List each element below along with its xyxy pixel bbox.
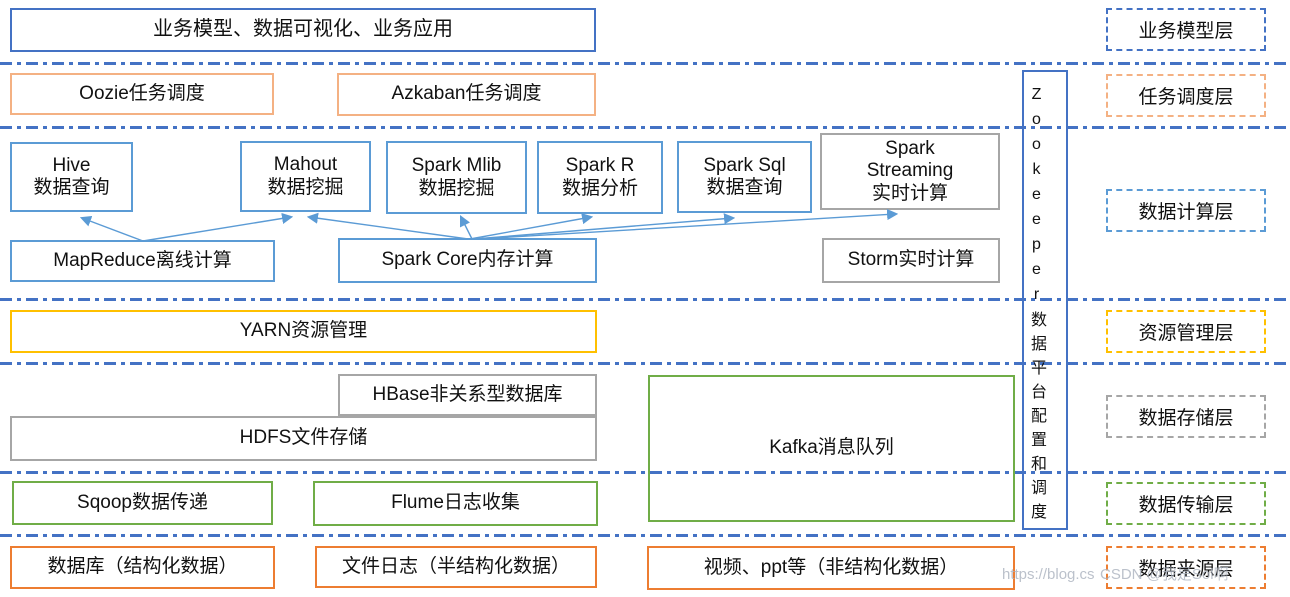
source-video-box: 视频、ppt等（非结构化数据） (647, 546, 1015, 590)
spark-r-box: Spark R 数据分析 (537, 141, 663, 214)
watermark-url: https://blog.cs (1002, 566, 1095, 583)
yarn-box: YARN资源管理 (10, 310, 597, 353)
layer-separator (0, 62, 1290, 65)
arrow-sparkcore-sparksql (473, 213, 736, 240)
layer-label-business-model: 业务模型层 (1106, 8, 1266, 51)
layer-separator (0, 298, 1290, 301)
spark-streaming-box: Spark Streaming 实时计算 (820, 133, 1000, 210)
oozie-box: Oozie任务调度 (10, 73, 274, 115)
spark-core-box: Spark Core内存计算 (338, 238, 597, 283)
spark-sql-box: Spark Sql 数据查询 (677, 141, 812, 213)
layer-separator (0, 126, 1290, 129)
sqoop-box: Sqoop数据传递 (12, 481, 273, 525)
business-app-box: 业务模型、数据可视化、业务应用 (10, 8, 596, 52)
layer-label-data-computing: 数据计算层 (1106, 189, 1266, 232)
layer-label-resource-management: 资源管理层 (1106, 310, 1266, 353)
arrow-mapreduce-mahout (142, 212, 294, 242)
arrow-sparkcore-sparkr (469, 213, 594, 240)
layer-label-task-scheduling: 任务调度层 (1106, 74, 1266, 117)
mapreduce-box: MapReduce离线计算 (10, 240, 275, 282)
layer-label-data-source: 数据来源层 (1106, 546, 1266, 589)
zookeeper-box: Zookeeper数据平台配置和调度 (1022, 70, 1068, 530)
layer-label-data-storage: 数据存储层 (1106, 395, 1266, 438)
layer-separator (0, 362, 1290, 365)
hbase-box: HBase非关系型数据库 (338, 374, 597, 416)
arrow-sparkcore-sparkmlib (459, 214, 473, 240)
kafka-box: Kafka消息队列 (648, 375, 1015, 522)
layer-label-data-transmission: 数据传输层 (1106, 482, 1266, 525)
arrow-mapreduce-hive (79, 215, 144, 242)
mahout-box: Mahout 数据挖掘 (240, 141, 371, 212)
flume-box: Flume日志收集 (313, 481, 598, 526)
source-filelog-box: 文件日志（半结构化数据） (315, 546, 597, 588)
layer-separator (0, 534, 1290, 537)
source-database-box: 数据库（结构化数据） (10, 546, 275, 589)
storm-box: Storm实时计算 (822, 238, 1000, 283)
azkaban-box: Azkaban任务调度 (337, 73, 596, 116)
hive-box: Hive 数据查询 (10, 142, 133, 212)
arrow-sparkcore-mahout (306, 212, 469, 240)
spark-mlib-box: Spark Mlib 数据挖掘 (386, 141, 527, 214)
layer-separator (0, 471, 1290, 474)
hdfs-box: HDFS文件存储 (10, 416, 597, 461)
arrow-sparkcore-sparkstreaming (477, 208, 899, 240)
watermark-csdn: CSDN @我是Sol啊 (1100, 566, 1229, 583)
